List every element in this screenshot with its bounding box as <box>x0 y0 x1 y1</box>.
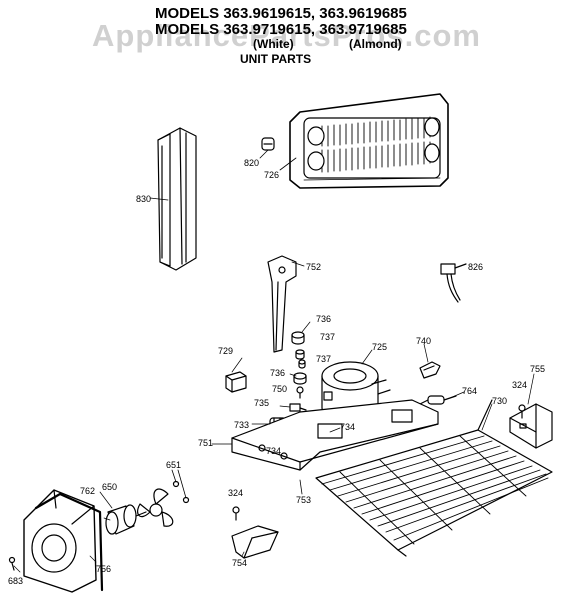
part-726-condenser-coil[interactable] <box>289 93 449 189</box>
diagram-title-block: AppliancePartsPros.com MODELS 363.961961… <box>0 0 566 70</box>
label-737-top: 737 <box>320 332 335 342</box>
label-683: 683 <box>8 576 23 586</box>
label-733: 733 <box>234 420 249 430</box>
label-736-top: 736 <box>316 314 331 324</box>
label-754: 754 <box>232 558 247 568</box>
part-736-grommet-top[interactable] <box>291 331 305 345</box>
part-736-grommet-lower[interactable] <box>293 372 307 385</box>
part-730-coil-assembly[interactable] <box>315 399 553 557</box>
part-754-drip-tray[interactable] <box>231 525 279 559</box>
label-751: 751 <box>198 438 213 448</box>
label-820: 820 <box>244 158 259 168</box>
part-826-connector[interactable] <box>440 263 467 303</box>
label-736-lower: 736 <box>270 368 285 378</box>
part-764-drier[interactable] <box>419 395 457 405</box>
part-752-bracket[interactable] <box>267 255 297 353</box>
part-fan-blade[interactable] <box>137 488 174 527</box>
color-white-label: (White) <box>253 37 294 51</box>
color-almond-label: (Almond) <box>349 37 402 51</box>
label-734-right: 734 <box>340 422 355 432</box>
label-726: 726 <box>264 170 279 180</box>
part-729-relay[interactable] <box>225 371 247 393</box>
part-762-gasket[interactable] <box>34 492 104 592</box>
part-labels: 830 820 726 752 826 736 737 729 737 725 … <box>8 158 545 586</box>
label-764: 764 <box>462 386 477 396</box>
label-756: 756 <box>96 564 111 574</box>
label-725: 725 <box>372 342 387 352</box>
label-762: 762 <box>80 486 95 496</box>
part-737-spacer-top[interactable] <box>295 349 305 360</box>
unit-parts-heading: UNIT PARTS <box>240 52 312 66</box>
part-683-screw[interactable] <box>8 556 16 571</box>
label-753: 753 <box>296 495 311 505</box>
label-324-lower: 324 <box>228 488 243 498</box>
part-750-screw[interactable] <box>296 386 304 399</box>
label-730: 730 <box>492 396 507 406</box>
part-740-clip[interactable] <box>419 361 441 379</box>
part-756-fan-shroud[interactable] <box>23 489 97 593</box>
part-324-screw-lower[interactable] <box>232 506 240 521</box>
part-650-fan-motor[interactable] <box>105 504 147 535</box>
label-734-left: 734 <box>266 446 281 456</box>
label-651: 651 <box>166 460 181 470</box>
label-826: 826 <box>468 262 483 272</box>
part-735-terminal[interactable] <box>289 403 307 412</box>
part-651-screws[interactable] <box>171 469 190 504</box>
part-751-base-pan[interactable] <box>231 399 439 471</box>
label-737-lower: 737 <box>316 354 331 364</box>
label-750: 750 <box>272 384 287 394</box>
part-324-screw-upper[interactable] <box>518 404 526 419</box>
models-line-2: MODELS 363.9719615, 363.9719685 <box>155 21 407 38</box>
part-830-channel-bracket[interactable] <box>157 127 197 271</box>
label-324-upper: 324 <box>512 380 527 390</box>
label-735: 735 <box>254 398 269 408</box>
watermark: AppliancePartsPros.com <box>92 18 481 53</box>
label-650: 650 <box>102 482 117 492</box>
part-737-spacer-lower[interactable] <box>298 359 306 369</box>
label-752: 752 <box>306 262 321 272</box>
label-830: 830 <box>136 194 151 204</box>
label-755: 755 <box>530 364 545 374</box>
part-820-clip[interactable] <box>261 137 275 151</box>
label-729: 729 <box>218 346 233 356</box>
label-740: 740 <box>416 336 431 346</box>
leader-lines <box>13 321 535 573</box>
models-line-1: MODELS 363.9619615, 363.9619685 <box>155 5 407 22</box>
part-755-angle-bracket[interactable] <box>509 403 553 449</box>
